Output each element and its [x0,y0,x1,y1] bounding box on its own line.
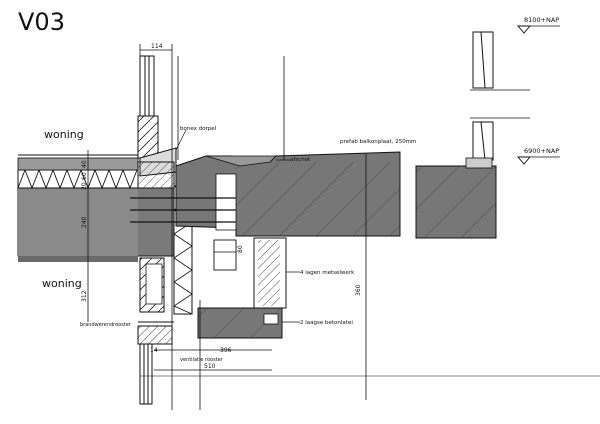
thermal-break-connector [215,173,237,231]
room-label-upper: woning [44,128,84,141]
label-ventilation: ventilatie rooster [180,357,224,363]
ceiling-finish [18,256,138,262]
label-masonry: 4 lagen metselwerk [300,270,355,276]
level-label-upper: 8100+NAP [524,16,559,24]
leader-kozijn [175,129,187,151]
dim-312: 312 [81,290,88,302]
level-marker-upper [517,25,531,34]
label-fire-grille: brandwerendrooster [80,322,132,328]
balcony-slab-right-hatch [416,166,496,238]
upper-window-frame [139,55,155,117]
upper-sill-brick [137,115,159,159]
balustrade-glass [480,31,486,89]
dim-40: 40 [81,160,88,168]
dim-240: 240 [81,216,88,228]
balustrade-foot [465,157,493,169]
lower-window-frame [139,343,153,405]
dim-360: 360 [355,284,362,296]
room-label-lower: woning [42,277,82,290]
dim-14: 14 [150,347,158,354]
label-lintel: 2 laagse betonlatei [300,320,353,326]
insulation-zigzag [17,168,138,190]
facade-brick-upper [137,161,175,189]
lintel-gap [263,313,279,325]
lower-window-head [137,325,173,345]
label-balcony-slab: prefab balkonplaat, 250mm [340,139,416,145]
floor-screed [17,157,139,171]
upper-floor-slab-face [18,188,138,256]
dim-20: 20 [81,182,88,190]
label-afschot: afschot [290,157,311,163]
balcony-slab-hatch [236,162,400,236]
dim-114: 114 [151,43,163,50]
label-bonex-sill: bonex dorpel [180,126,217,132]
dim-510: 510 [204,363,216,370]
level-label-lower: 6900+NAP [524,147,559,155]
dim-80: 80 [237,245,244,253]
floor-insulation-layer [17,169,139,189]
balustrade-glass-2 [480,121,486,161]
drawing-title: V03 [18,8,65,36]
lower-insulation [145,263,163,305]
masonry-pier-hatch [258,240,280,306]
balcony-edge-nose [205,155,277,167]
support-bracket [213,239,237,271]
level-marker-lower [517,156,531,165]
dim-60: 60 [81,172,88,180]
dim-396: 396 [220,347,232,354]
